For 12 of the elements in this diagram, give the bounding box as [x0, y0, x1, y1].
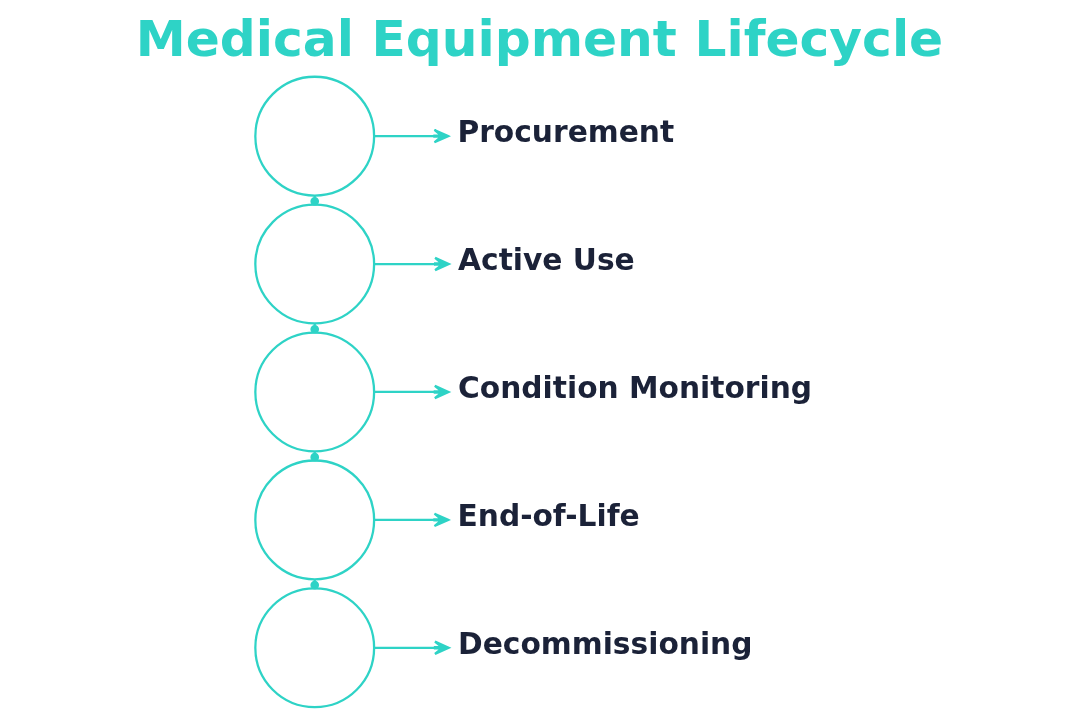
arrow	[374, 384, 450, 400]
node-text: Condition Monitoring	[458, 370, 813, 406]
node-text: Procurement	[457, 114, 675, 150]
arrow	[374, 512, 450, 528]
node-text: Decommissioning	[458, 625, 753, 661]
node-text: End-of-Life	[457, 497, 640, 533]
arrow	[374, 256, 450, 272]
arrow	[374, 640, 450, 656]
node-circle	[254, 587, 376, 709]
arrow	[374, 128, 450, 144]
node-text: Active Use	[458, 242, 635, 278]
diagram-title: Medical Equipment Lifecycle	[135, 9, 944, 69]
